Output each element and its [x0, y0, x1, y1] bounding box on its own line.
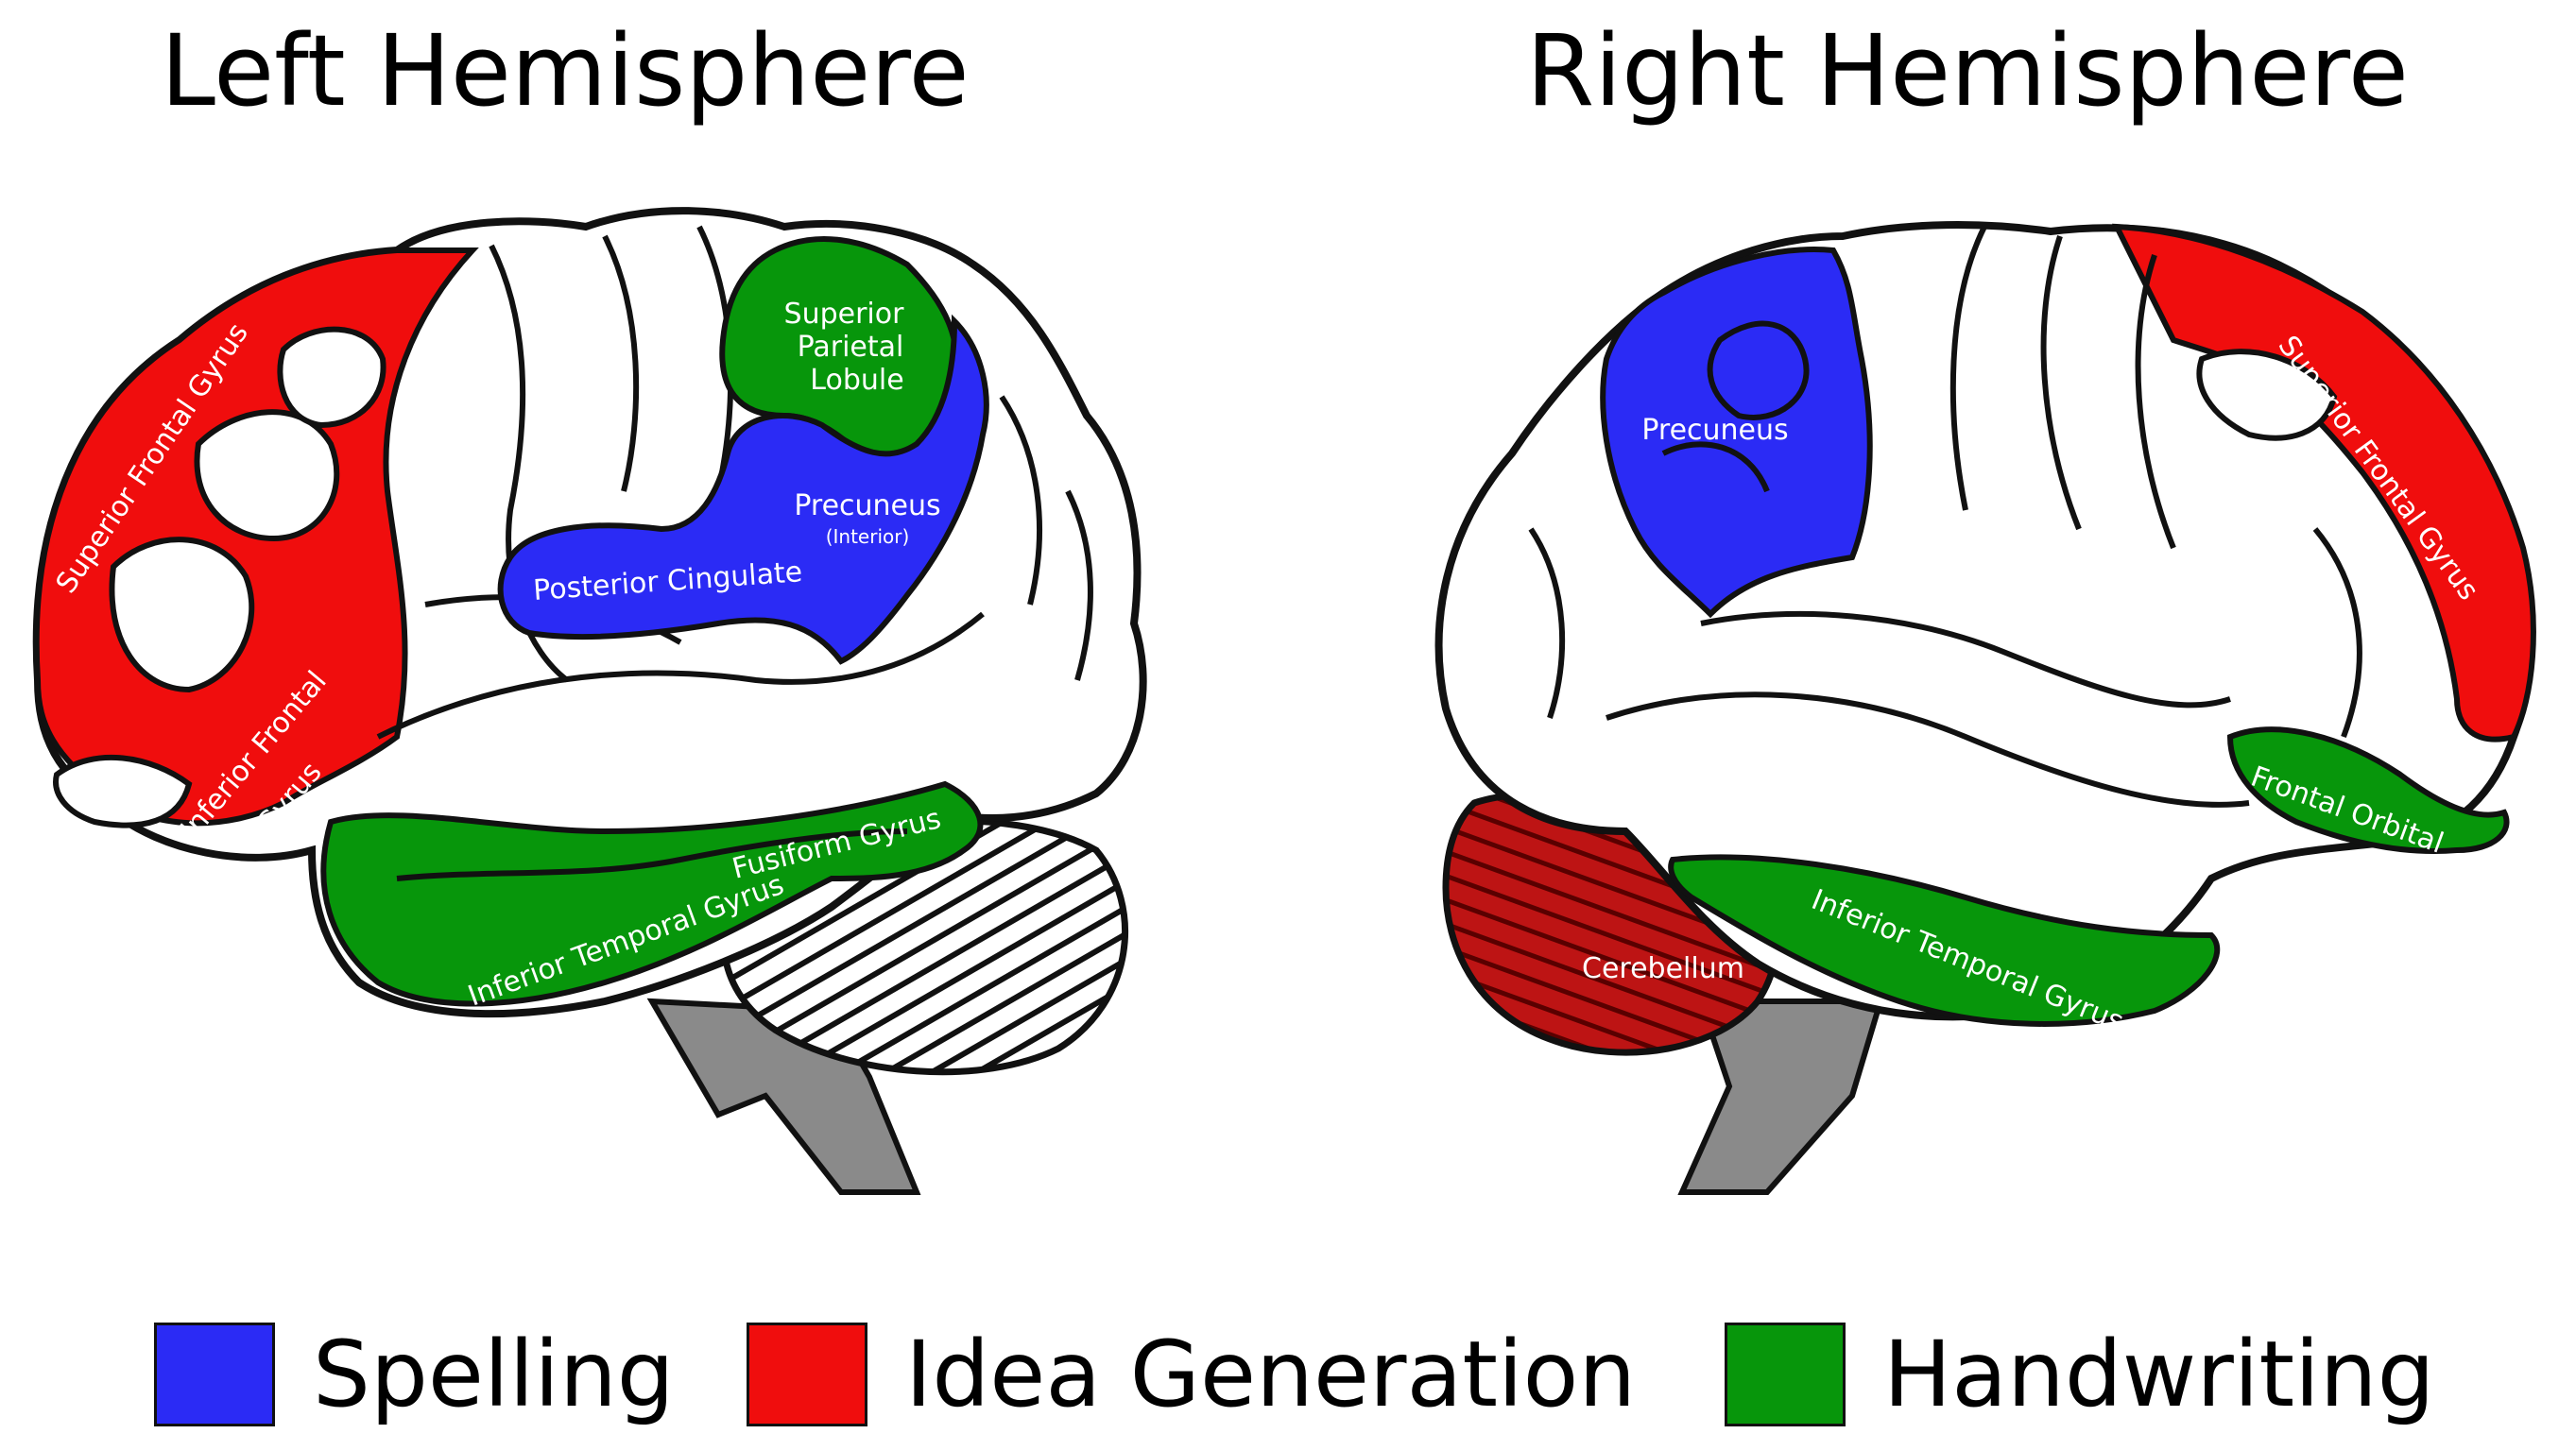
left-precuneus-region [497, 314, 989, 665]
left-hemisphere: Superior Frontal Gyrus Inferior Frontal … [32, 207, 1147, 1195]
left-label-precuneus: Precuneus [794, 489, 940, 522]
right-frontal-orbital-region [2226, 726, 2510, 854]
right-label-cerebellum: Cerebellum [1582, 952, 1744, 985]
legend-label-idea-generation: Idea Generation [905, 1322, 1637, 1427]
spelling-swatch [154, 1323, 275, 1426]
handwriting-swatch [1725, 1323, 1846, 1426]
legend-idea-generation: Idea Generation [747, 1318, 1636, 1431]
legend-label-spelling: Spelling [313, 1322, 675, 1427]
idea-generation-swatch [747, 1323, 867, 1426]
right-precuneus-region [1600, 247, 1873, 619]
legend-label-handwriting: Handwriting [1883, 1322, 2435, 1427]
left-label-superior-parietal-2: Parietal [798, 331, 904, 364]
right-hemisphere: Precuneus Superior Frontal Gyrus Frontal… [1434, 221, 2536, 1195]
right-label-precuneus: Precuneus [1641, 414, 1788, 447]
left-label-precuneus-note: (Interior) [826, 525, 910, 548]
left-label-superior-parietal-3: Lobule [810, 364, 903, 397]
left-hemisphere-title: Left Hemisphere [161, 13, 970, 128]
right-hemisphere-title: Right Hemisphere [1526, 13, 2409, 128]
right-inferior-temporal-region [1668, 854, 2221, 1027]
legend-spelling: Spelling [154, 1318, 675, 1431]
left-label-superior-parietal-1: Superior [784, 298, 905, 331]
legend-handwriting: Handwriting [1725, 1318, 2435, 1431]
